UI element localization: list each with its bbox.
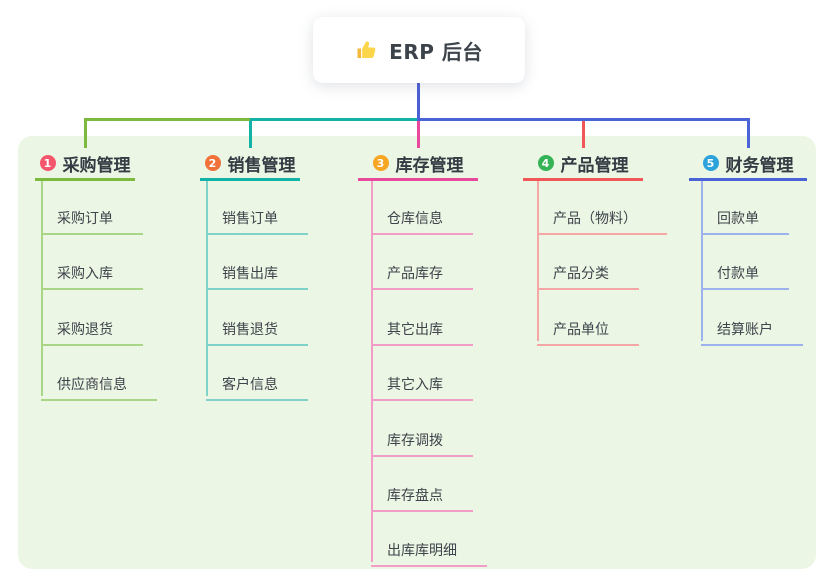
branch-3-child-1[interactable]: 仓库信息 — [371, 190, 473, 235]
branch-2-child-4[interactable]: 客户信息 — [206, 356, 308, 402]
child-node-label: 供应商信息 — [57, 377, 127, 394]
child-node-label: 销售出库 — [222, 266, 278, 283]
branch-5-header[interactable]: 5 财务管理 — [689, 148, 807, 181]
bus-segment-1 — [84, 118, 251, 121]
branch-4-child-rail — [537, 180, 539, 341]
child-node-label: 产品分类 — [553, 266, 609, 283]
bus-segment-2 — [250, 118, 419, 121]
branch-3-child-4[interactable]: 其它入库 — [371, 356, 473, 402]
branch-4-child-3[interactable]: 产品单位 — [537, 301, 639, 346]
branch-4-header[interactable]: 4 产品管理 — [523, 148, 643, 181]
branch-3-drop-connector — [417, 118, 420, 148]
root-node-label: ERP 后台 — [389, 39, 483, 64]
branch-1-header[interactable]: 1 采购管理 — [35, 148, 135, 181]
branch-3-number-badge: 3 — [372, 155, 389, 171]
branch-3-child-2[interactable]: 产品库存 — [371, 245, 473, 291]
branch-5-drop-connector — [747, 118, 750, 148]
branch-3-child-6[interactable]: 库存盘点 — [371, 467, 473, 512]
branch-3-child-5[interactable]: 库存调拨 — [371, 412, 473, 457]
bus-segment-3 — [417, 118, 750, 121]
child-node-label: 采购退货 — [57, 321, 113, 338]
branch-2-number-badge: 2 — [204, 155, 221, 171]
branch-5-title: 财务管理 — [725, 155, 794, 176]
child-node-label: 客户信息 — [222, 377, 278, 394]
child-node-label: 采购订单 — [57, 211, 113, 227]
branch-4-child-2[interactable]: 产品分类 — [537, 245, 639, 291]
child-node-label: 销售退货 — [222, 321, 278, 338]
branch-1-child-rail — [41, 180, 43, 397]
child-node-label: 产品（物料） — [553, 211, 637, 227]
child-node-label: 结算账户 — [717, 321, 773, 338]
branch-2-child-1[interactable]: 销售订单 — [206, 190, 308, 235]
child-node-label: 产品库存 — [387, 266, 443, 283]
child-node-label: 出库库明细 — [387, 543, 457, 560]
child-node-label: 其它入库 — [387, 377, 443, 394]
branch-4-child-1[interactable]: 产品（物料） — [537, 190, 667, 235]
branch-1-child-4[interactable]: 供应商信息 — [41, 356, 157, 402]
child-node-label: 回款单 — [717, 211, 759, 227]
branch-5-child-3[interactable]: 结算账户 — [701, 301, 803, 346]
root-connector — [417, 82, 420, 121]
branch-1-child-2[interactable]: 采购入库 — [41, 245, 143, 291]
child-node-label: 采购入库 — [57, 266, 113, 283]
branch-3-child-7[interactable]: 出库库明细 — [371, 522, 487, 568]
branch-5-number-badge: 5 — [702, 155, 719, 171]
branch-5-child-2[interactable]: 付款单 — [701, 245, 789, 291]
branch-2-header[interactable]: 2 销售管理 — [200, 148, 300, 181]
branch-1-child-1[interactable]: 采购订单 — [41, 190, 143, 235]
branch-2-child-2[interactable]: 销售出库 — [206, 245, 308, 291]
branch-3-title: 库存管理 — [395, 155, 464, 176]
branch-3-child-rail — [371, 180, 373, 563]
branch-1-number-badge: 1 — [39, 155, 56, 171]
branch-2-drop-connector — [249, 118, 252, 148]
child-node-label: 仓库信息 — [387, 211, 443, 227]
branch-1-title: 采购管理 — [62, 155, 131, 176]
branch-2-title: 销售管理 — [227, 155, 296, 176]
child-node-label: 产品单位 — [553, 321, 609, 338]
child-node-label: 付款单 — [717, 266, 759, 283]
branch-4-number-badge: 4 — [537, 155, 554, 171]
branch-2-child-rail — [206, 180, 208, 397]
branch-4-drop-connector — [582, 118, 585, 148]
child-node-label: 销售订单 — [222, 211, 278, 227]
branch-5-child-1[interactable]: 回款单 — [701, 190, 789, 235]
child-node-label: 库存调拨 — [387, 432, 443, 449]
branch-3-header[interactable]: 3 库存管理 — [358, 148, 478, 181]
child-node-label: 库存盘点 — [387, 488, 443, 504]
branch-4-title: 产品管理 — [560, 155, 629, 176]
thumbs-up-icon — [355, 38, 379, 62]
branch-3-child-3[interactable]: 其它出库 — [371, 301, 473, 346]
branch-1-child-3[interactable]: 采购退货 — [41, 301, 143, 346]
branch-5-child-rail — [701, 180, 703, 341]
root-node[interactable]: ERP 后台 — [313, 17, 525, 83]
branches-panel — [18, 136, 816, 569]
branch-1-drop-connector — [84, 118, 87, 148]
child-node-label: 其它出库 — [387, 321, 443, 338]
branch-2-child-3[interactable]: 销售退货 — [206, 301, 308, 346]
